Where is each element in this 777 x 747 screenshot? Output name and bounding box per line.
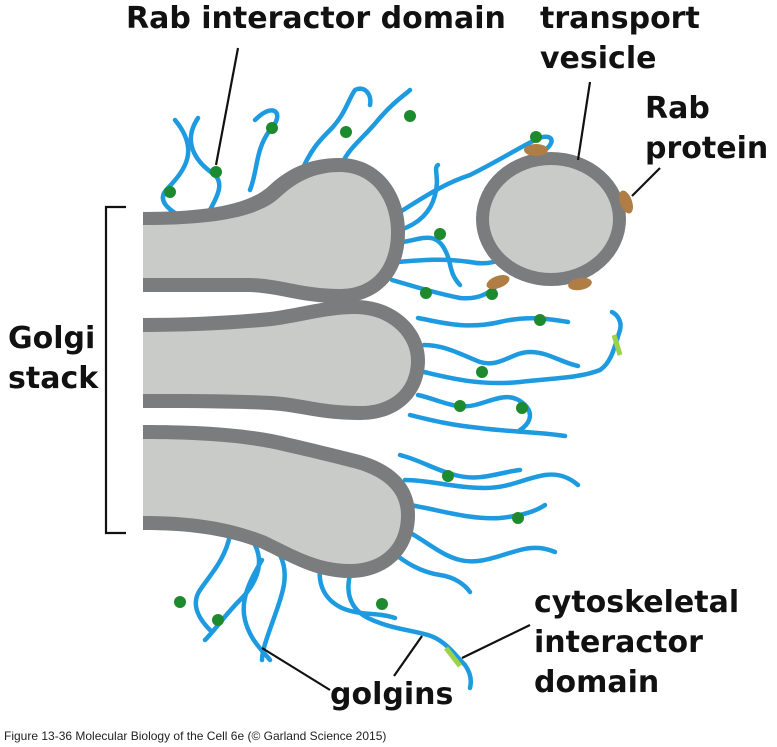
golgin [415,392,533,433]
golgin [202,542,262,643]
label-rab-interactor-domain: Rab interactor domain [126,1,506,36]
rab-interactor-domain [340,126,352,138]
golgi-stack-bracket [104,205,126,535]
golgin [297,86,373,178]
golgin [421,342,581,369]
rab-interactor-domain [266,122,278,134]
golgin [397,162,441,233]
golgin [259,552,287,663]
label-cyto-line3: domain [534,665,659,700]
leader-lines [214,47,661,691]
golgin [389,549,473,595]
rab-interactor-domain [420,287,432,299]
rab-protein [486,275,510,289]
golgi-cisternae [143,158,425,578]
golgin [241,557,273,663]
golgin [389,277,503,301]
rab-interactor-domain [404,110,416,122]
golgin [402,472,581,491]
rab-protein [619,190,633,214]
label-golgi-line1: Golgi [8,321,95,356]
label-cyto-line1: cytoskeletal [534,585,739,620]
leader-rab-protein [631,167,661,197]
rab-interactor-domain [212,614,224,626]
rab-interactor-domain [442,470,454,482]
leader-cytoskeletal [461,624,531,659]
golgin [399,235,463,288]
label-transport-line2: vesicle [540,41,656,76]
label-golgins: golgins [330,677,453,712]
rab-interactor-domain [486,288,498,300]
leader-golgins-left [261,647,331,691]
golgin [317,565,398,621]
figure-caption: Figure 13-36 Molecular Biology of the Ce… [4,729,386,743]
cytoskeletal-interactor-domains [444,334,623,668]
leader-transport-vesicle [576,81,592,161]
golgin [346,572,474,691]
golgin [337,87,413,173]
rab-interactor-domain [164,186,176,198]
golgin [160,117,191,218]
label-transport-line1: transport [540,1,700,36]
cisterna-bottom-lumen [143,439,401,564]
golgin [421,309,623,386]
rab-interactor-domain [476,366,488,378]
golgin [193,532,233,633]
label-rab-line2: protein [645,131,768,166]
golgin [392,134,554,218]
golgin [397,452,523,480]
rab-interactor-domain [534,314,546,326]
golgin [407,502,548,521]
rab-protein [524,144,548,156]
cytoskeletal-interactor-domain [611,334,623,356]
leader-golgins-right [393,635,423,677]
rab-interactor-domain [454,400,466,412]
leader-rab-interactor [214,47,240,166]
transport-vesicle [476,152,626,286]
golgin [402,527,558,564]
rab-proteins [486,144,633,291]
cisterna-top-lumen [143,172,391,289]
vesicle-lumen [489,165,613,273]
rab-protein [568,277,592,291]
golgin [188,115,222,213]
rab-interactor-domain [516,402,528,414]
rab-interactor-domain [530,131,542,143]
rab-interactor-domain [210,166,222,178]
rab-interactor-domain [174,596,186,608]
cytoskeletal-interactor-domain [444,646,462,668]
golgin [415,315,571,328]
rab-interactor-domain [434,228,446,240]
rab-interactor-domain [512,512,524,524]
label-cyto-line2: interactor [534,625,703,660]
label-golgi-line2: stack [8,361,99,396]
label-rab-line1: Rab [645,91,710,126]
rab-interactor-domain [376,598,388,610]
rab-interactor-domains [164,110,546,626]
cisterna-middle-lumen [143,314,411,406]
golgin [407,412,568,439]
